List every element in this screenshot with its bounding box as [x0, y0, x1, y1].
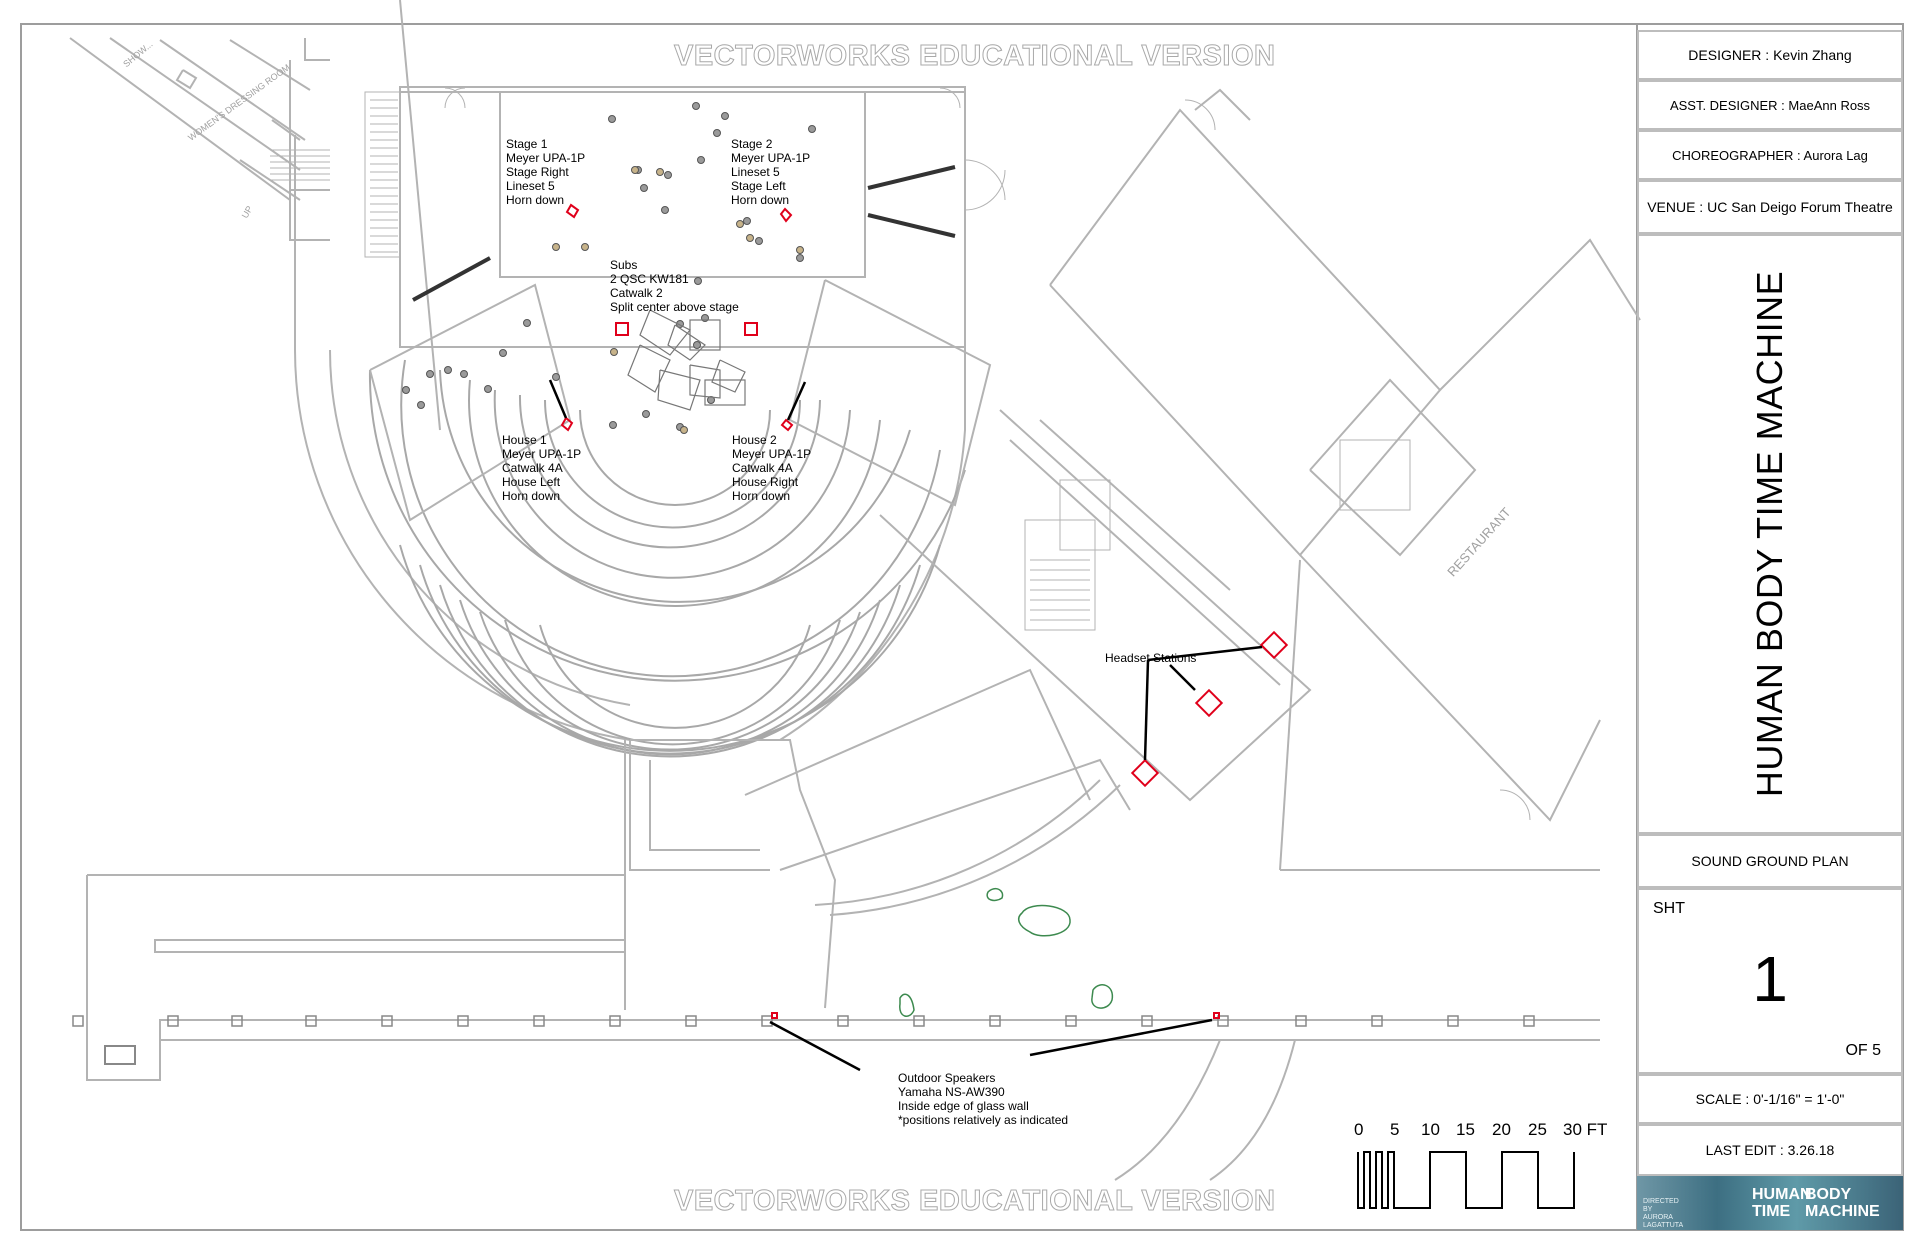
house2-speaker — [780, 418, 794, 432]
stage-scenery — [627, 309, 746, 411]
production-title: HUMAN BODY TIME MACHINE — [1749, 270, 1790, 798]
designer-field: DESIGNER : Kevin Zhang — [1637, 30, 1903, 80]
stage1-speaker — [565, 203, 580, 219]
scale-tick-5: 5 — [1390, 1120, 1400, 1139]
scale-tick-20: 20 — [1492, 1120, 1511, 1139]
stage2-speaker — [779, 207, 793, 223]
production-title-box: HUMAN BODY TIME MACHINE — [1637, 234, 1903, 834]
headset-station-1 — [1259, 630, 1289, 660]
plan-name-field: SOUND GROUND PLAN — [1637, 834, 1903, 888]
headset-station-2 — [1194, 688, 1224, 718]
watermark-bottom: VECTORWORKS EDUCATIONAL VERSION — [673, 1185, 1276, 1218]
scale-tick-30: 30 FT — [1563, 1120, 1608, 1139]
speaker-symbols — [560, 203, 1289, 1019]
pit-walls — [412, 165, 956, 302]
sub-left — [615, 322, 629, 336]
architecture — [69, 0, 1641, 1181]
venue-field: VENUE : UC San Deigo Forum Theatre — [1637, 180, 1903, 234]
scale-tick-15: 15 — [1456, 1120, 1475, 1139]
lighting-positions — [402, 102, 816, 431]
sheet-number-box: SHT 1 OF 5 — [1637, 888, 1903, 1074]
choreographer-field: CHOREOGRAPHER : Aurora Lag — [1637, 130, 1903, 180]
scale-field: SCALE : 0'-1/16" = 1'-0" — [1637, 1074, 1903, 1124]
planters — [899, 887, 1114, 1017]
last-edit-field: LAST EDIT : 3.26.18 — [1637, 1124, 1903, 1176]
sheet-of: OF 5 — [1845, 1042, 1881, 1059]
outdoor-speaker-2 — [1213, 1012, 1220, 1019]
sheet-label: SHT — [1653, 900, 1685, 917]
headset-stations-label: Headset Stations — [1105, 651, 1197, 665]
scale-tick-25: 25 — [1528, 1120, 1547, 1139]
asst-designer-field: ASST. DESIGNER : MaeAnn Ross — [1637, 80, 1903, 130]
outdoor-speaker-1 — [771, 1012, 778, 1019]
headset-station-3 — [1130, 758, 1160, 788]
scale-tick-10: 10 — [1421, 1120, 1440, 1139]
watermark-top: VECTORWORKS EDUCATIONAL VERSION — [673, 40, 1276, 73]
sheet-number: 1 — [1752, 943, 1788, 1015]
scale-bar — [1357, 1151, 1575, 1209]
scale-tick-0: 0 — [1354, 1120, 1364, 1139]
house1-speaker — [560, 416, 574, 432]
sheet-border — [20, 23, 1904, 1231]
sub-right — [744, 322, 758, 336]
leader-lines — [548, 379, 1263, 1072]
lighting-positions-amber — [552, 166, 804, 434]
